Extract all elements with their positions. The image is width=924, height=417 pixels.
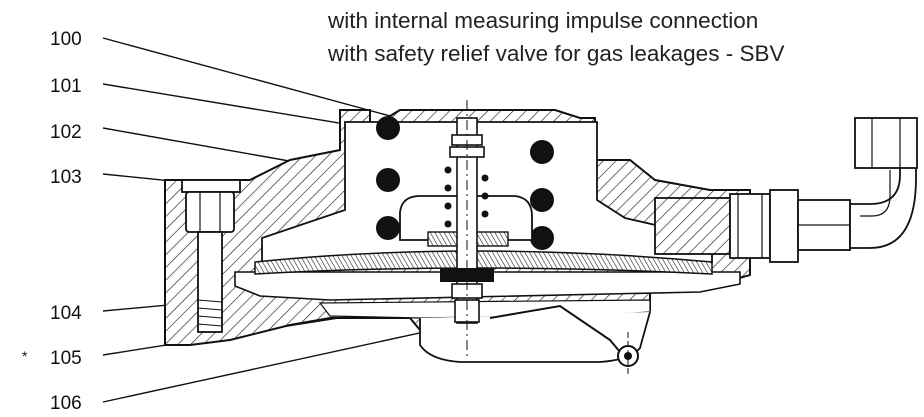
label-100: 100: [50, 29, 82, 50]
label-106: 106: [50, 393, 82, 414]
relief-spring: [444, 166, 489, 228]
label-105: 105: [50, 348, 82, 369]
label-103: 103: [50, 167, 82, 188]
relief-lever: [489, 304, 621, 353]
bolt-thread: [197, 299, 223, 327]
bolt-shank: [197, 231, 223, 333]
fitting-nut: [729, 193, 771, 259]
label-104: 104: [50, 303, 82, 324]
diaphragm: [254, 250, 713, 275]
bolt-washer: [181, 179, 241, 193]
main-spring: [376, 116, 554, 250]
label-101: 101: [50, 76, 82, 97]
fitting-hex: [769, 189, 799, 263]
caption-internal-impulse: with internal measuring impulse connecti…: [328, 8, 759, 33]
impulse-elbow: [849, 164, 917, 249]
label-102: 102: [50, 122, 82, 143]
elbow-union-nut: [854, 117, 918, 169]
bolt-head: [185, 191, 235, 233]
label-105-marker: *: [22, 348, 28, 364]
fitting-body: [654, 197, 731, 255]
lower-chamber: [234, 271, 741, 301]
caption-safety-relief: with safety relief valve for gas leakage…: [328, 41, 785, 66]
leader-106: [102, 321, 471, 403]
